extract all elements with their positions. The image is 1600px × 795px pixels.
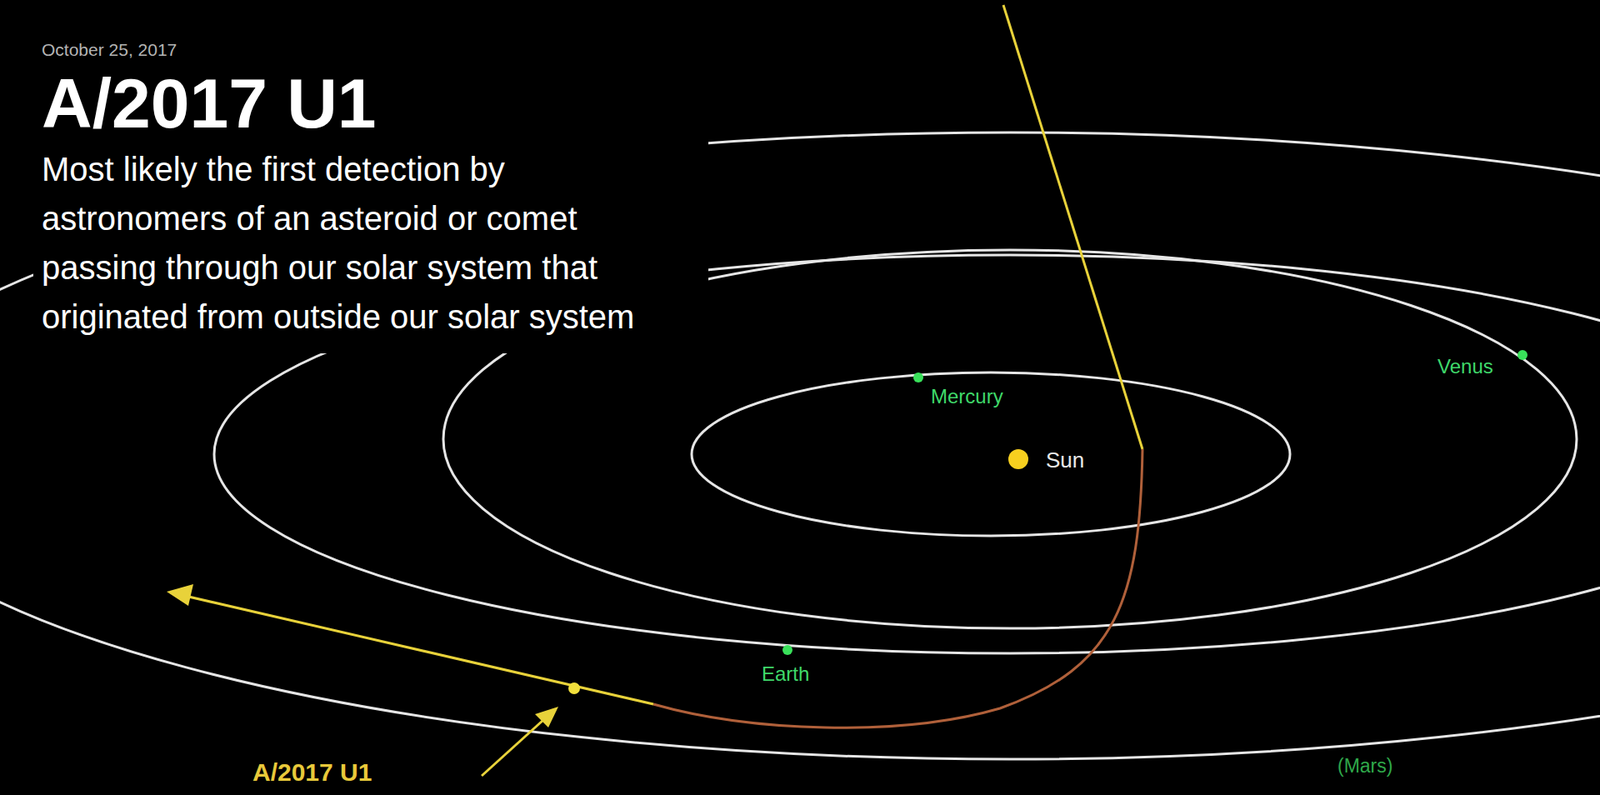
planet-label: (Mars)	[1335, 755, 1395, 778]
trajectory-below-plane	[653, 449, 1143, 728]
title: A/2017 U1	[41, 66, 700, 140]
planet-label: Earth	[759, 662, 812, 686]
earth-dot	[782, 645, 793, 655]
date-text: October 25, 2017	[41, 40, 700, 60]
outbound-trajectory	[185, 595, 654, 705]
mercury-dot	[913, 372, 924, 383]
venus-dot	[1517, 350, 1528, 360]
mars-orbit	[0, 132, 1600, 760]
planet-label: Venus	[1435, 355, 1496, 379]
intro-panel: October 25, 2017A/2017 U1Most likely the…	[33, 30, 709, 354]
leader-line	[481, 720, 544, 776]
mercury-orbit	[691, 372, 1290, 536]
trajectory-arrowhead	[166, 584, 194, 606]
sun-label: Sun	[1043, 447, 1087, 474]
inbound-trajectory	[1003, 5, 1143, 450]
sun-symbol	[1008, 449, 1029, 470]
object-label: A/2017 U1	[250, 758, 375, 786]
description-text: Most likely the first detection by astro…	[41, 145, 675, 342]
planet-label: Mercury	[928, 385, 1006, 409]
leader-arrowhead	[535, 706, 559, 728]
object-dot	[568, 682, 580, 695]
